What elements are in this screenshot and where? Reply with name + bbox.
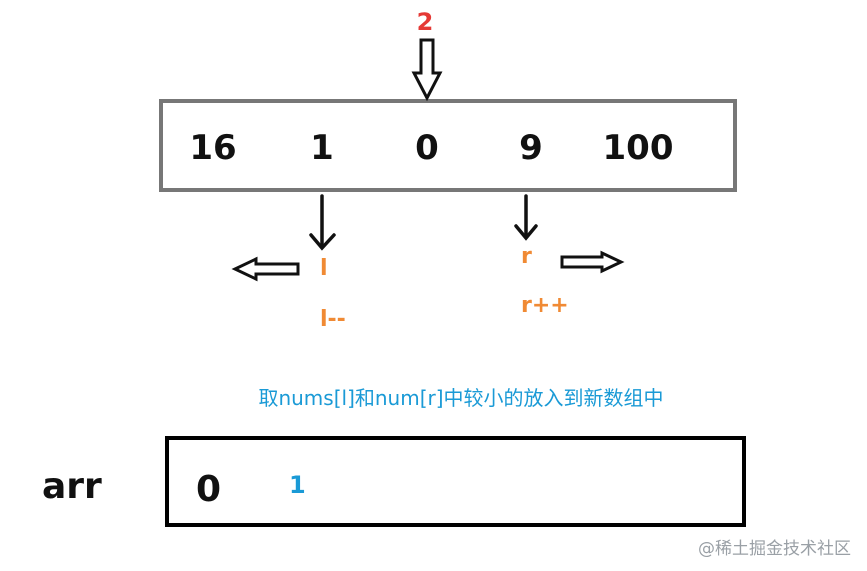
array-cell-4: 100 [602,128,674,168]
result-cell-1: 1 [289,471,306,499]
right-pointer-label: r [521,244,532,269]
left-pointer-arrow [309,194,336,251]
left-pointer-label: l [320,256,328,281]
result-cell-0: 0 [196,469,222,510]
array-cell-1: 1 [310,128,334,168]
result-box [165,436,746,527]
right-pointer-arrow [514,194,538,241]
result-label: arr [42,466,102,507]
array-cell-3: 9 [519,128,543,168]
left-move-arrow [231,256,300,282]
array-cell-2: 0 [415,128,439,168]
array-cell-0: 16 [189,128,237,168]
left-pointer-step: l-- [320,307,346,332]
right-pointer-step: r++ [521,293,569,318]
caption-text: 取nums[l]和num[r]中较小的放入到新数组中 [258,386,664,410]
watermark-text: @稀土掘金技术社区 [698,539,851,559]
index-down-arrow [411,38,443,102]
array-box [159,99,737,192]
right-move-arrow [560,250,625,274]
top-index-label: 2 [416,8,434,36]
